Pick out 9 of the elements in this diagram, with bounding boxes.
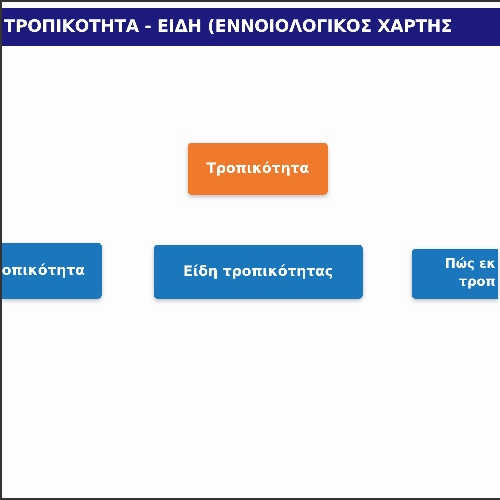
concept-label: Είδη τροπικότητας bbox=[184, 263, 334, 281]
concept-box bbox=[154, 245, 363, 299]
concept-label: Πώς εκ τροπ bbox=[444, 256, 496, 292]
concept-label: Τροπικότητα bbox=[206, 160, 310, 178]
concept-box bbox=[412, 249, 498, 299]
main-concept-box bbox=[188, 143, 328, 195]
concept-label: οπικότητα bbox=[2, 262, 86, 280]
title: ΤΡΟΠΙΚΟΤΗΤΑ - ΕΙΔΗ (ΕΝΝΟΙΟΛΟΓΙΚΟΣ ΧΑΡΤΗΣ bbox=[4, 16, 453, 38]
concept-box bbox=[2, 243, 102, 299]
